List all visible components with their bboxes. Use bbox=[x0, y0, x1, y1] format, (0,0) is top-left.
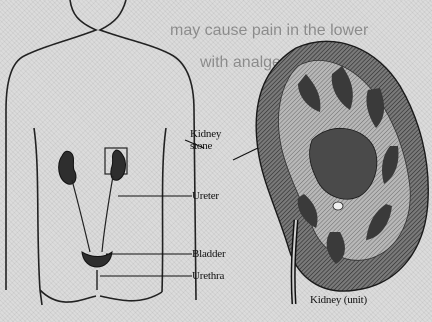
label-bladder: Bladder bbox=[192, 248, 225, 260]
left-kidney-icon bbox=[59, 151, 76, 184]
label-kidney-unit: Kidney (unit) bbox=[310, 294, 367, 306]
label-urethra: Urethra bbox=[192, 270, 224, 282]
right-kidney-icon bbox=[111, 150, 126, 180]
kidney-stone-icon bbox=[333, 202, 343, 210]
label-ureter: Ureter bbox=[192, 190, 219, 202]
kidney-cross-section bbox=[256, 41, 428, 304]
ureters bbox=[72, 176, 113, 252]
label-kidney-stone: Kidney stone bbox=[190, 128, 221, 152]
